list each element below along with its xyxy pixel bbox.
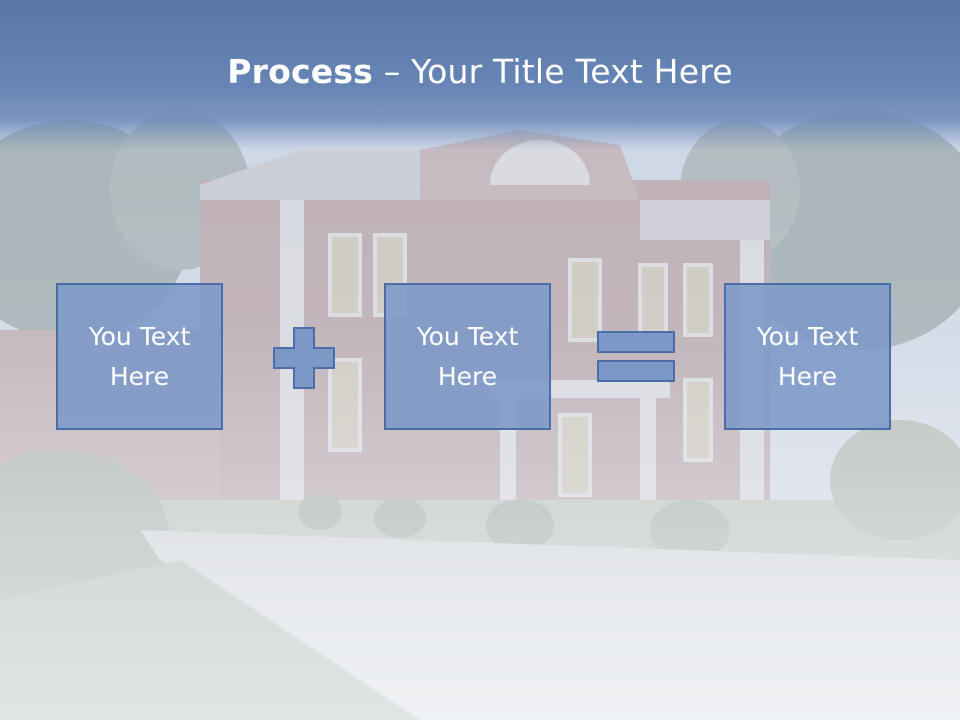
title-bar <box>0 0 960 150</box>
title-rest: – Your Title Text Here <box>373 52 733 91</box>
process-box-2-text: You Text Here <box>416 321 519 391</box>
process-box-3[interactable]: You Text Here <box>724 283 891 430</box>
title-strong: Process <box>227 52 374 91</box>
process-box-2[interactable]: You Text Here <box>384 283 551 430</box>
process-box-1[interactable]: You Text Here <box>56 283 223 430</box>
equals-icon <box>597 331 675 382</box>
process-box-3-text: You Text Here <box>756 321 859 391</box>
plus-icon <box>273 327 335 389</box>
slide-title: Process – Your Title Text Here <box>0 52 960 91</box>
process-box-1-text: You Text Here <box>88 321 191 391</box>
